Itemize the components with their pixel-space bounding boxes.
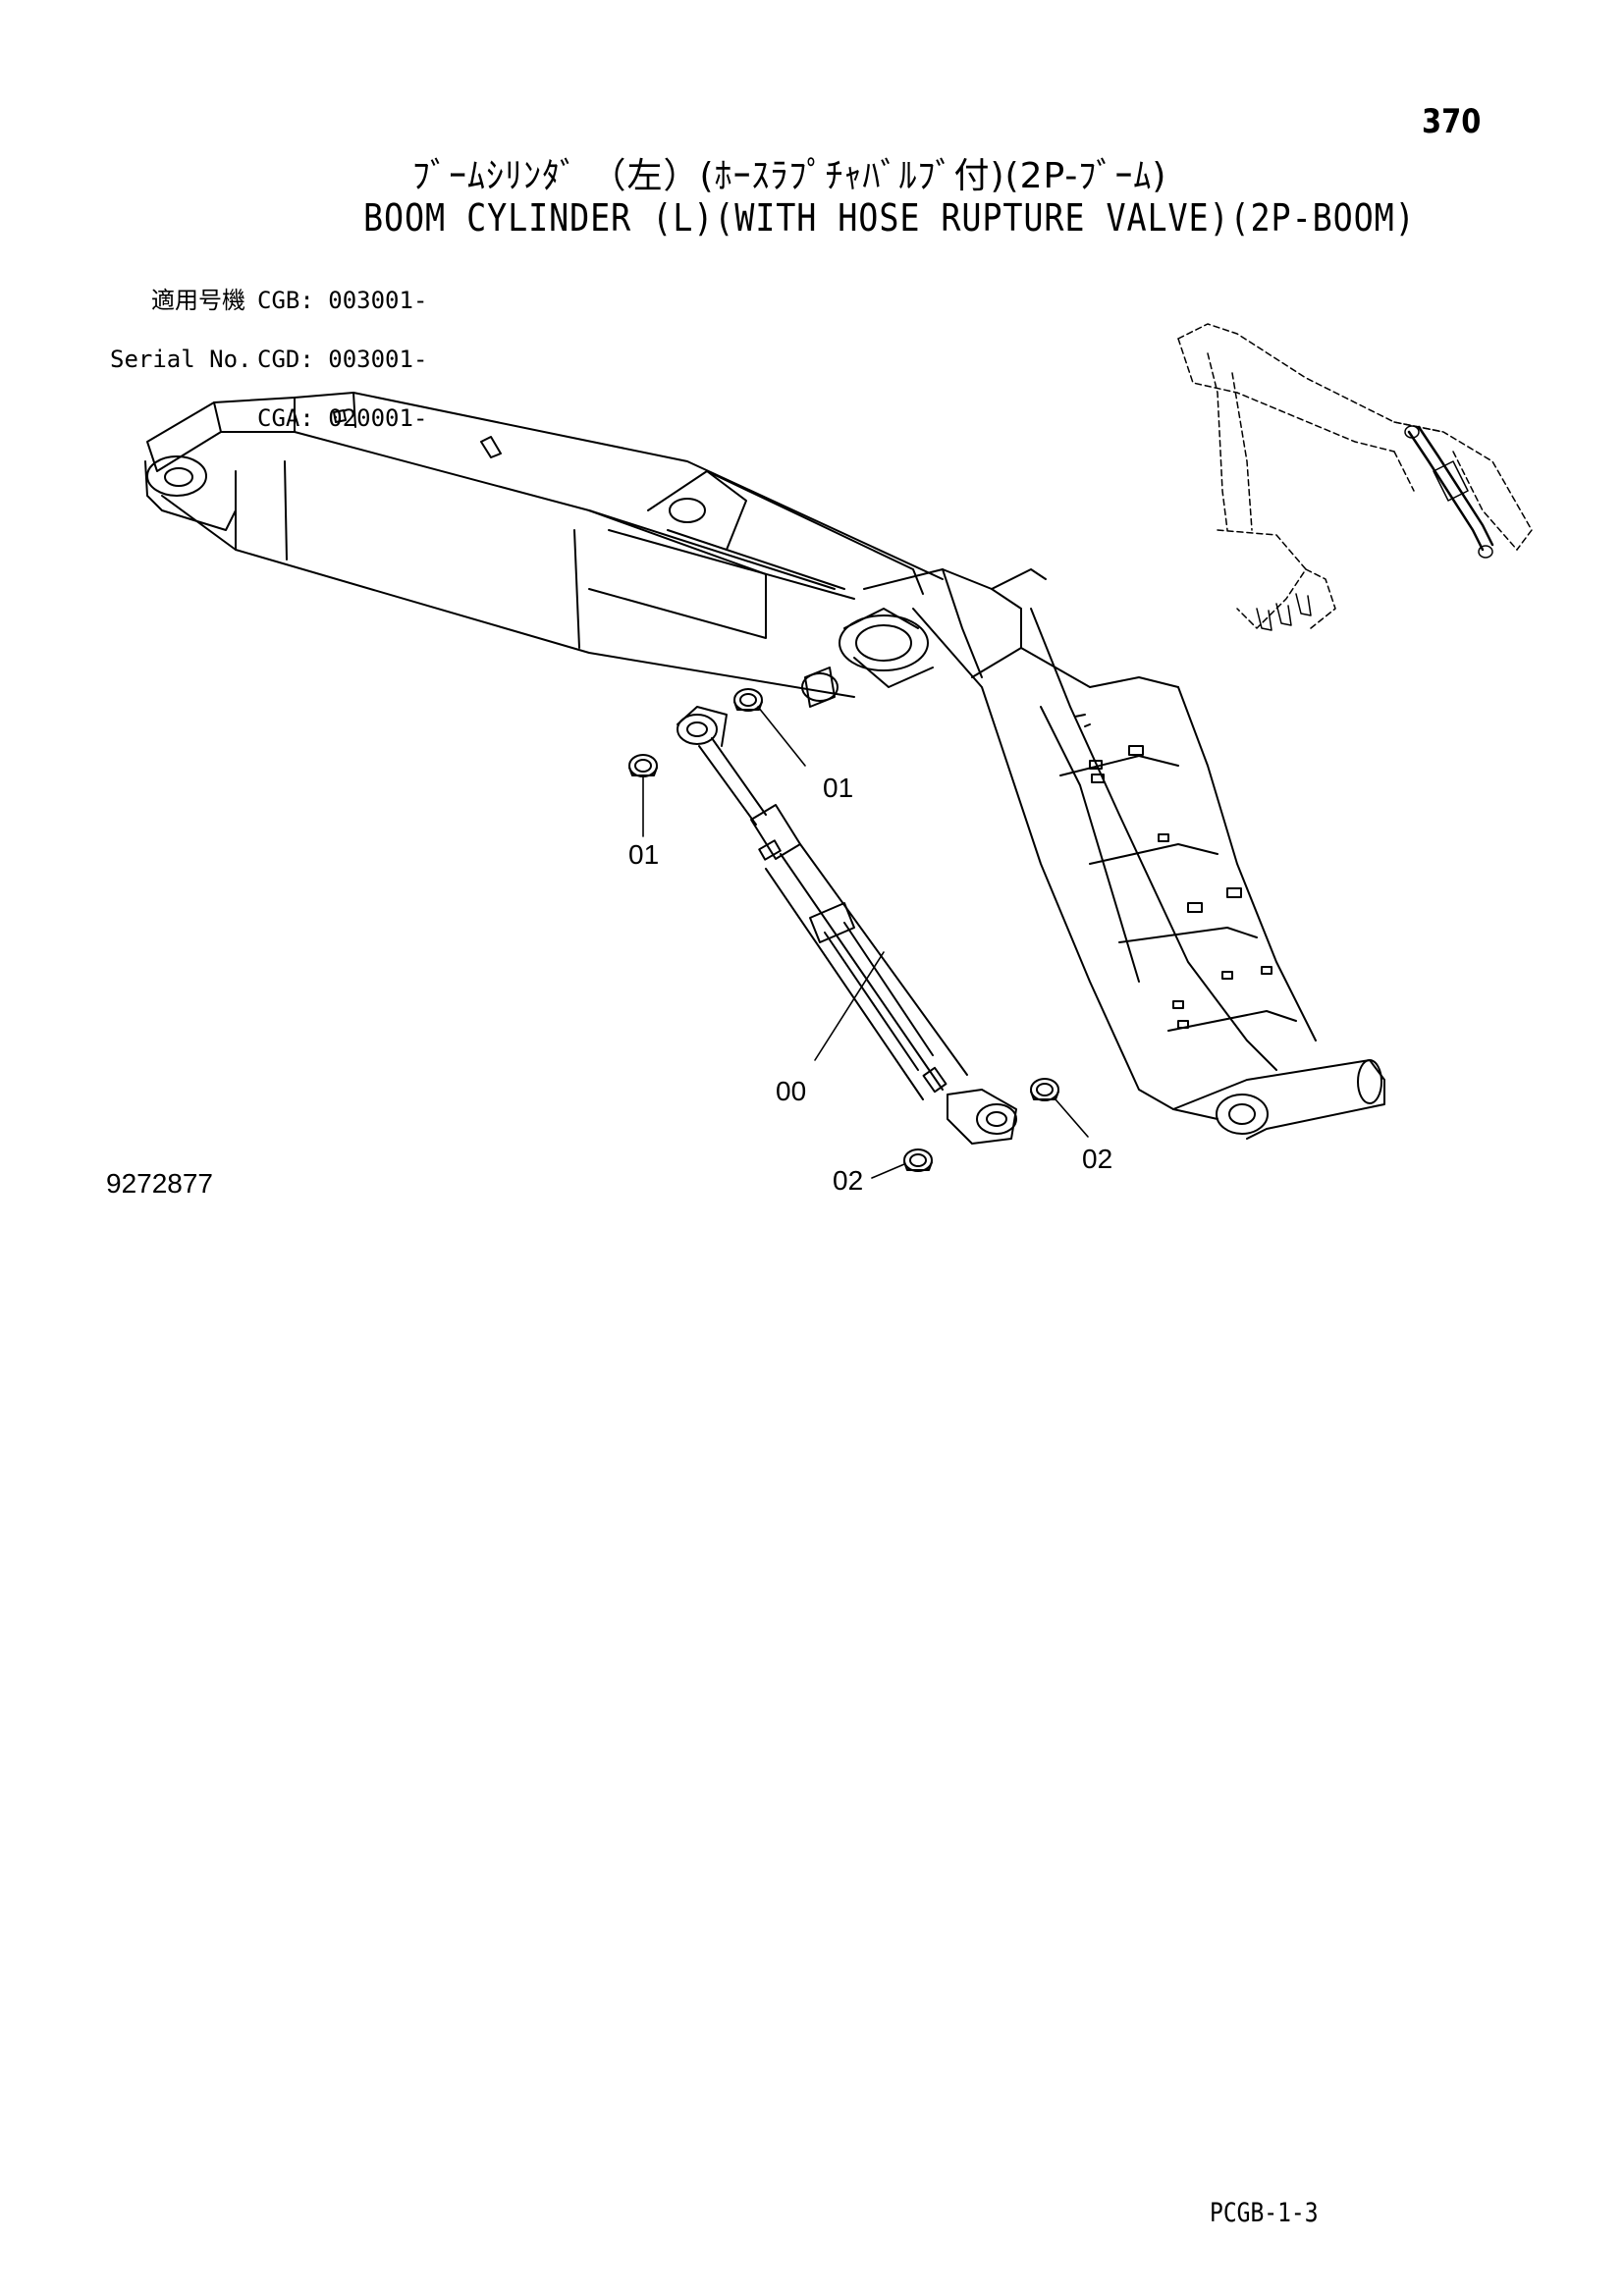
callout-00: 00 — [776, 1076, 806, 1106]
leader-lines — [642, 706, 1089, 1179]
serial-row: CGA: 020001- — [110, 404, 454, 432]
drawing-number: 9272877 — [106, 1168, 214, 1199]
serial-row: Serial No. CGD: 003001- — [110, 346, 454, 373]
callout-02-right: 02 — [1082, 1144, 1112, 1174]
serial-row: 適用号機 CGB: 003001- — [110, 287, 454, 314]
callout-02-left: 02 — [833, 1165, 863, 1196]
page-number: 370 — [1422, 102, 1482, 141]
serial-label-jp: 適用号機 — [151, 287, 245, 314]
serial-block: 適用号機 CGB: 003001- Serial No. CGD: 003001… — [110, 251, 454, 448]
boom-cylinder — [677, 706, 1017, 1145]
page-code: PCGB-1-3 — [1210, 2198, 1319, 2228]
boom-pivot — [801, 568, 1047, 708]
boom-upper-section — [144, 392, 944, 698]
boom-lower-section — [912, 608, 1385, 1140]
title-english: BOOM CYLINDER (L)(WITH HOSE RUPTURE VALV… — [363, 196, 1416, 240]
title-japanese: ﾌﾞｰﾑｼﾘﾝﾀﾞ （左）(ﾎｰｽﾗﾌﾟﾁｬﾊﾞﾙﾌﾞ付)(2P-ﾌﾞｰﾑ) — [412, 156, 1167, 196]
serial-code: CGA: 020001- — [257, 404, 428, 432]
bushings — [628, 688, 1059, 1172]
callout-01-upper: 01 — [823, 773, 853, 803]
serial-label-en: Serial No. — [110, 346, 252, 373]
inset-front-attachment — [1177, 323, 1533, 631]
serial-code: CGB: 003001- — [257, 287, 428, 314]
serial-code: CGD: 003001- — [257, 346, 428, 373]
callout-01-left: 01 — [628, 839, 659, 870]
